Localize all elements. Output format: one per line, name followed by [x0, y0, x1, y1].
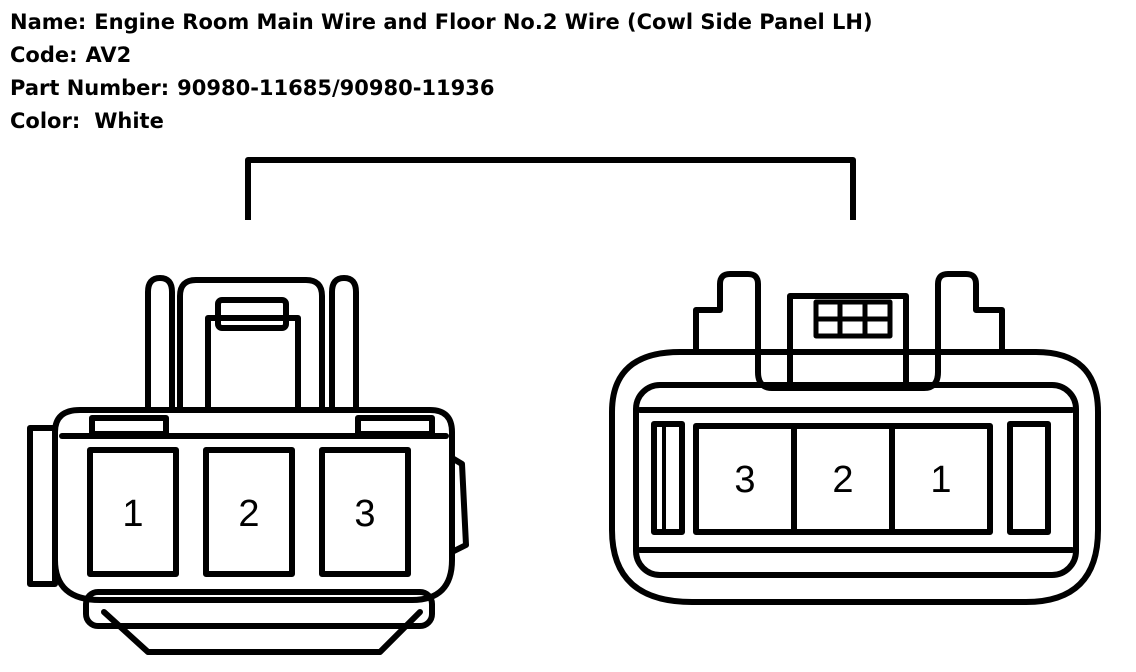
left-pin-label: 1: [122, 493, 143, 535]
color-row: Color: White: [10, 105, 873, 138]
part-number-row: Part Number: 90980-11685/90980-11936: [10, 72, 873, 105]
right-pin-label: 1: [930, 459, 951, 501]
left-connector: 1 2 3: [27, 275, 469, 655]
left-connector-flange: [83, 589, 435, 629]
left-pin-cavity-1: [87, 447, 179, 577]
left-connector-lock-arm-right: [329, 275, 359, 413]
right-connector-latch-grid: [813, 299, 893, 339]
left-pin-label: 3: [354, 493, 375, 535]
left-connector-top-slot-right: [355, 415, 435, 437]
part-number-label: Part Number:: [10, 76, 170, 100]
code-label: Code:: [10, 43, 78, 67]
left-connector-lock-loop: [177, 277, 325, 413]
right-pin-label: 3: [734, 459, 755, 501]
right-pin-cavity-1: [889, 423, 993, 535]
left-pin-label: 2: [238, 493, 259, 535]
connector-color: White: [94, 109, 164, 133]
part-number: 90980-11685/90980-11936: [177, 76, 495, 100]
code-row: Code: AV2: [10, 39, 873, 72]
left-connector-side-tab-right: [449, 455, 469, 555]
left-connector-lock-arm-left: [145, 275, 175, 413]
left-connector-side-tab-left: [27, 425, 58, 587]
connector-code: AV2: [85, 43, 132, 67]
connector-info: Name: Engine Room Main Wire and Floor No.…: [10, 6, 873, 138]
right-connector: 3 2 1: [609, 271, 1101, 605]
color-label: Color:: [10, 109, 81, 133]
name-row: Name: Engine Room Main Wire and Floor No.…: [10, 6, 873, 39]
right-connector-lock-frame: [693, 271, 1005, 391]
right-pin-label: 2: [832, 459, 853, 501]
connector-name: Engine Room Main Wire and Floor No.2 Wir…: [94, 10, 873, 34]
mating-bracket: [245, 157, 856, 220]
left-connector-latch: [215, 297, 289, 331]
left-pin-cavity-3: [319, 447, 411, 577]
left-connector-top-slot-left: [89, 415, 169, 437]
left-connector-apron: [101, 609, 423, 655]
right-connector-side-slot-right: [1007, 421, 1051, 535]
right-connector-side-slot-left: [651, 421, 685, 535]
left-connector-lock-stem: [205, 315, 301, 413]
left-pin-cavity-2: [203, 447, 295, 577]
right-connector-lock-ledge: [787, 293, 909, 391]
right-connector-housing: [609, 349, 1101, 605]
name-label: Name:: [10, 10, 87, 34]
